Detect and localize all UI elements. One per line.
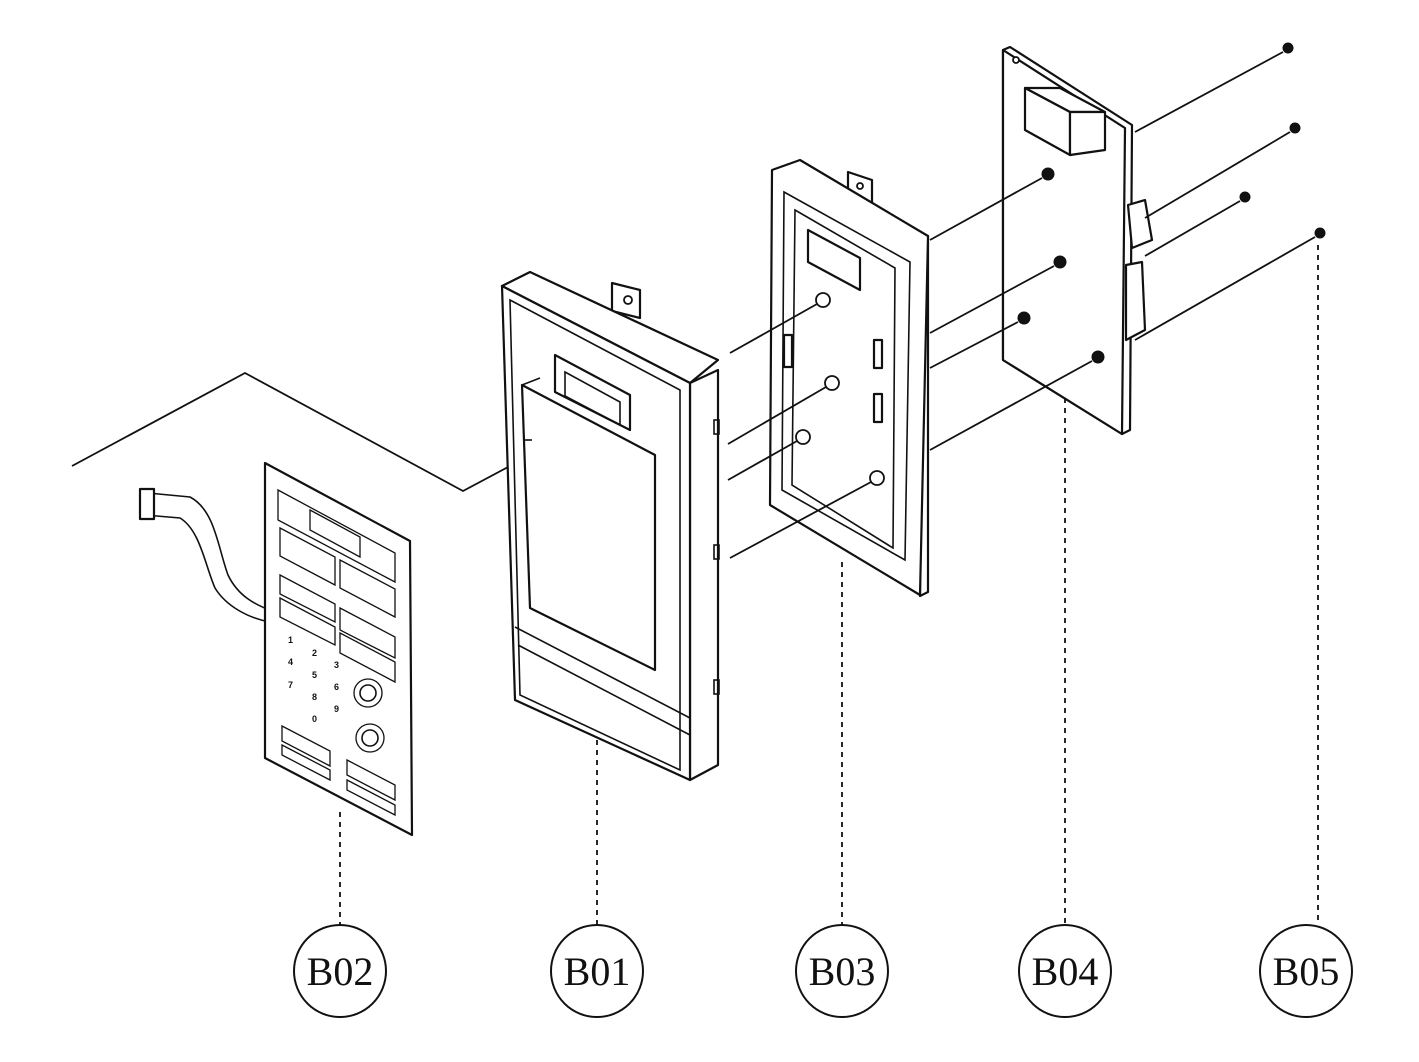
screw-1 xyxy=(1282,42,1294,54)
pcb-hole-4 xyxy=(1091,350,1105,364)
digit-5: 5 xyxy=(312,670,317,680)
screw-2 xyxy=(1289,122,1301,134)
callout-label-b04: B04 xyxy=(1032,949,1099,994)
digit-3: 3 xyxy=(334,660,339,670)
callout-b03: B03 xyxy=(795,924,889,1018)
callout-b04: B04 xyxy=(1018,924,1112,1018)
callout-b02: B02 xyxy=(293,924,387,1018)
screw-3 xyxy=(1239,191,1251,203)
pcb-hole-2 xyxy=(1053,255,1067,269)
bracket-hole-1 xyxy=(815,292,831,308)
bracket-hole-3 xyxy=(795,429,811,445)
callout-bubble-b03 xyxy=(795,924,889,1018)
control-frame-part xyxy=(500,270,720,782)
start-button-graphic xyxy=(355,723,385,753)
callout-bubble-b04 xyxy=(1018,924,1112,1018)
bracket-slot-right-1 xyxy=(872,338,884,370)
stop-button-graphic xyxy=(353,678,383,708)
pcb-rear-component-1 xyxy=(1126,198,1154,250)
keypad-membrane-panel: 1 2 3 4 5 6 7 8 9 0 xyxy=(71,371,526,837)
callout-bubble-b01 xyxy=(550,924,644,1018)
bracket-slot-right-2 xyxy=(872,392,884,424)
digit-9: 9 xyxy=(334,704,339,714)
pcb-hole-3 xyxy=(1017,311,1031,325)
callout-label-b03: B03 xyxy=(809,949,876,994)
bracket-hole-4 xyxy=(869,470,885,486)
callout-label-b02: B02 xyxy=(307,949,374,994)
pcb-hole-1 xyxy=(1041,167,1055,181)
bottom-keys xyxy=(281,724,396,817)
digit-7: 7 xyxy=(288,680,293,690)
screw-4 xyxy=(1314,227,1326,239)
digit-6: 6 xyxy=(334,682,339,692)
pcb-connector-side xyxy=(1068,110,1107,157)
bracket-hole-2 xyxy=(824,375,840,391)
screw-parts xyxy=(1239,42,1326,239)
callout-b05: B05 xyxy=(1259,924,1353,1018)
bracket-window xyxy=(806,228,862,292)
callout-bubble-b02 xyxy=(293,924,387,1018)
digit-4: 4 xyxy=(288,657,293,667)
digit-8: 8 xyxy=(312,692,317,702)
digit-2: 2 xyxy=(312,648,317,658)
assembly-leader-lines xyxy=(727,51,1316,559)
callout-label-b05: B05 xyxy=(1273,949,1340,994)
digit-0: 0 xyxy=(312,714,317,724)
ribbon-connector xyxy=(138,487,156,521)
cable-leader-line xyxy=(71,371,526,493)
bracket-plate xyxy=(768,158,930,597)
bracket-slot-left xyxy=(782,333,794,369)
keypad-recess xyxy=(520,383,657,672)
bracket-part xyxy=(768,158,930,598)
callout-bubble-b05 xyxy=(1259,924,1353,1018)
pcb-board-part xyxy=(1001,45,1154,436)
ribbon-cable xyxy=(147,492,276,613)
function-keys xyxy=(279,526,396,684)
callout-label-b01: B01 xyxy=(564,949,631,994)
digit-1: 1 xyxy=(288,635,293,645)
callout-dashed-lines xyxy=(339,245,1319,925)
pcb-rear-component-2 xyxy=(1124,260,1147,342)
callout-b01: B01 xyxy=(550,924,644,1018)
display-aperture xyxy=(553,353,632,432)
number-keypad: 1 2 3 4 5 6 7 8 9 0 xyxy=(288,635,339,724)
